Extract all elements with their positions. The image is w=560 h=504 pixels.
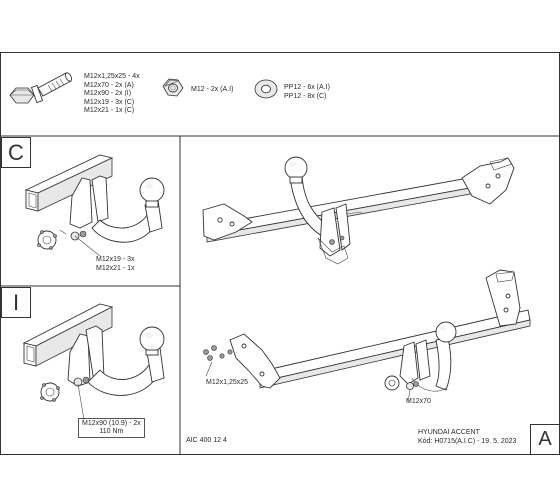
bolt-spec-line: M12x90 - 2x (I) bbox=[84, 90, 132, 97]
panel-c-hitch-drawing bbox=[24, 154, 165, 257]
main-exploded-drawing bbox=[203, 269, 531, 403]
bolt-spec-line: M12x21 - 1x (C) bbox=[84, 107, 135, 114]
panel-i-torque-box: M12x90 (10.9) - 2x 110 Nm bbox=[78, 418, 145, 438]
nut-icon bbox=[162, 78, 184, 97]
washer-spec-line: PP12 - 8x (C) bbox=[284, 92, 327, 100]
footer-code: AIC 400 12 4 bbox=[186, 437, 227, 444]
panel-i-hitch-drawing bbox=[22, 303, 165, 421]
main-bolt-label-right: M12x70 bbox=[406, 398, 431, 405]
car-model: HYUNDAI ACCENT bbox=[418, 429, 480, 436]
panel-i-torque-line: 110 Nm bbox=[99, 428, 124, 435]
bolt-spec-line: M12x70 - 2x (A) bbox=[84, 81, 134, 89]
main-assembled-drawing bbox=[202, 156, 515, 265]
washer-spec-line: PP12 - 6x (A.I) bbox=[284, 84, 330, 91]
panel-i-bolt-line: M12x90 (10.9) - 2x bbox=[82, 420, 141, 427]
bolt-icon bbox=[9, 72, 73, 104]
panel-c-bolt-line: M12x21 - 1x bbox=[96, 264, 135, 272]
bolt-spec-line: M12x19 - 3x (C) bbox=[84, 98, 135, 106]
panel-c-bolt-line: M12x19 - 3x bbox=[96, 256, 135, 263]
panel-c-letter: C bbox=[1, 137, 31, 168]
revision-code: Kód: H0715(A.I.C) - 19. 5. 2023 bbox=[418, 438, 517, 445]
panel-a-letter: A bbox=[530, 424, 559, 454]
nut-spec: M12 - 2x (A.I) bbox=[191, 86, 234, 93]
washer-spec-list: PP12 - 6x (A.I) PP12 - 8x (C) bbox=[284, 84, 330, 101]
panel-i-letter: I bbox=[1, 287, 31, 318]
main-bolt-label-left: M12x1,25x25 bbox=[206, 379, 249, 386]
bolt-spec-list: M12x1,25x25 - 4x M12x70 - 2x (A) M12x90 … bbox=[84, 73, 140, 116]
washer-icon bbox=[254, 79, 278, 99]
bolt-spec-line: M12x1,25x25 - 4x bbox=[84, 73, 140, 80]
panel-c-bolt-list: M12x19 - 3x M12x21 - 1x bbox=[96, 256, 135, 273]
